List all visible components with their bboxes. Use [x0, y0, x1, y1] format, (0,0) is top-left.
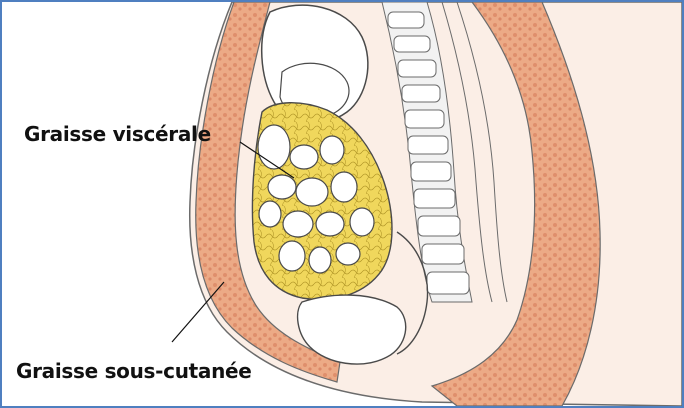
- visceral-fat-label: Graisse viscérale: [24, 122, 211, 146]
- subcutaneous-fat-label: Graisse sous-cutanée: [16, 359, 252, 383]
